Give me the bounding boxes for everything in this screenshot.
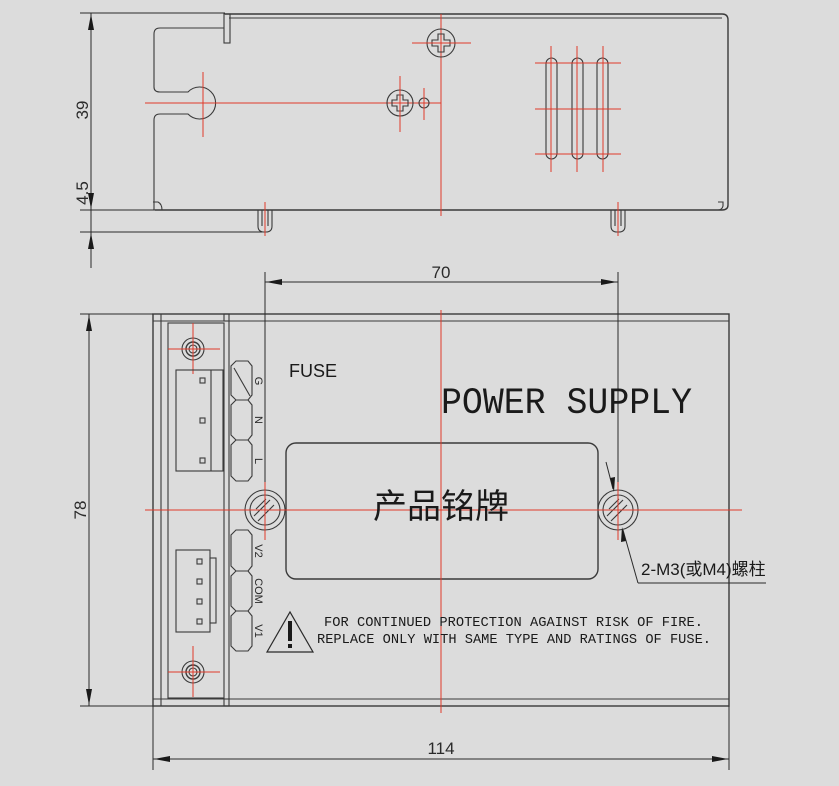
output-terminal-caps [230, 529, 253, 652]
warning-line-1: FOR CONTINUED PROTECTION AGAINST RISK OF… [324, 615, 703, 631]
panel-screw-icon [168, 323, 220, 374]
terminal-label-n: N [252, 416, 264, 424]
input-terminal-caps [230, 360, 253, 482]
front-dimensions [80, 313, 730, 770]
input-connector [175, 369, 224, 472]
dim-foot-height: 4.5 [73, 181, 92, 205]
title-label: POWER SUPPLY [441, 383, 692, 425]
standoff-callout: 2-M3(或M4)螺柱 [641, 560, 766, 579]
panel-screw-icon [168, 646, 220, 697]
side-top-plate [155, 13, 729, 211]
warning-line-2: REPLACE ONLY WITH SAME TYPE AND RATINGS … [317, 632, 711, 648]
side-bracket-foot [153, 201, 163, 211]
dim-body-width: 114 [427, 739, 454, 758]
side-corner-tab [717, 201, 724, 211]
vent-slots [535, 46, 621, 172]
terminal-label-l: L [252, 458, 264, 464]
warning-icon [265, 610, 315, 653]
dim-mount-spacing: 70 [432, 263, 451, 282]
side-dimensions [80, 12, 262, 268]
nameplate-label: 产品铭牌 [373, 488, 509, 526]
standoff-foot [257, 202, 273, 236]
side-bracket [153, 27, 224, 210]
front-view [80, 272, 766, 770]
dim-body-height: 78 [71, 501, 90, 520]
dim-side-height: 39 [73, 101, 92, 120]
output-connector [175, 549, 217, 633]
terminal-label-com: COM [252, 578, 264, 604]
screw-icon [386, 76, 430, 132]
terminal-label-v2: V2 [252, 544, 264, 557]
fuse-label: FUSE [289, 361, 337, 381]
standoff-callout-leader [605, 461, 766, 584]
standoff-foot [610, 202, 626, 236]
terminal-label-v1: V1 [252, 624, 264, 637]
side-view [80, 12, 729, 268]
screw-icon [412, 28, 471, 58]
terminal-label-g: G [252, 377, 264, 386]
